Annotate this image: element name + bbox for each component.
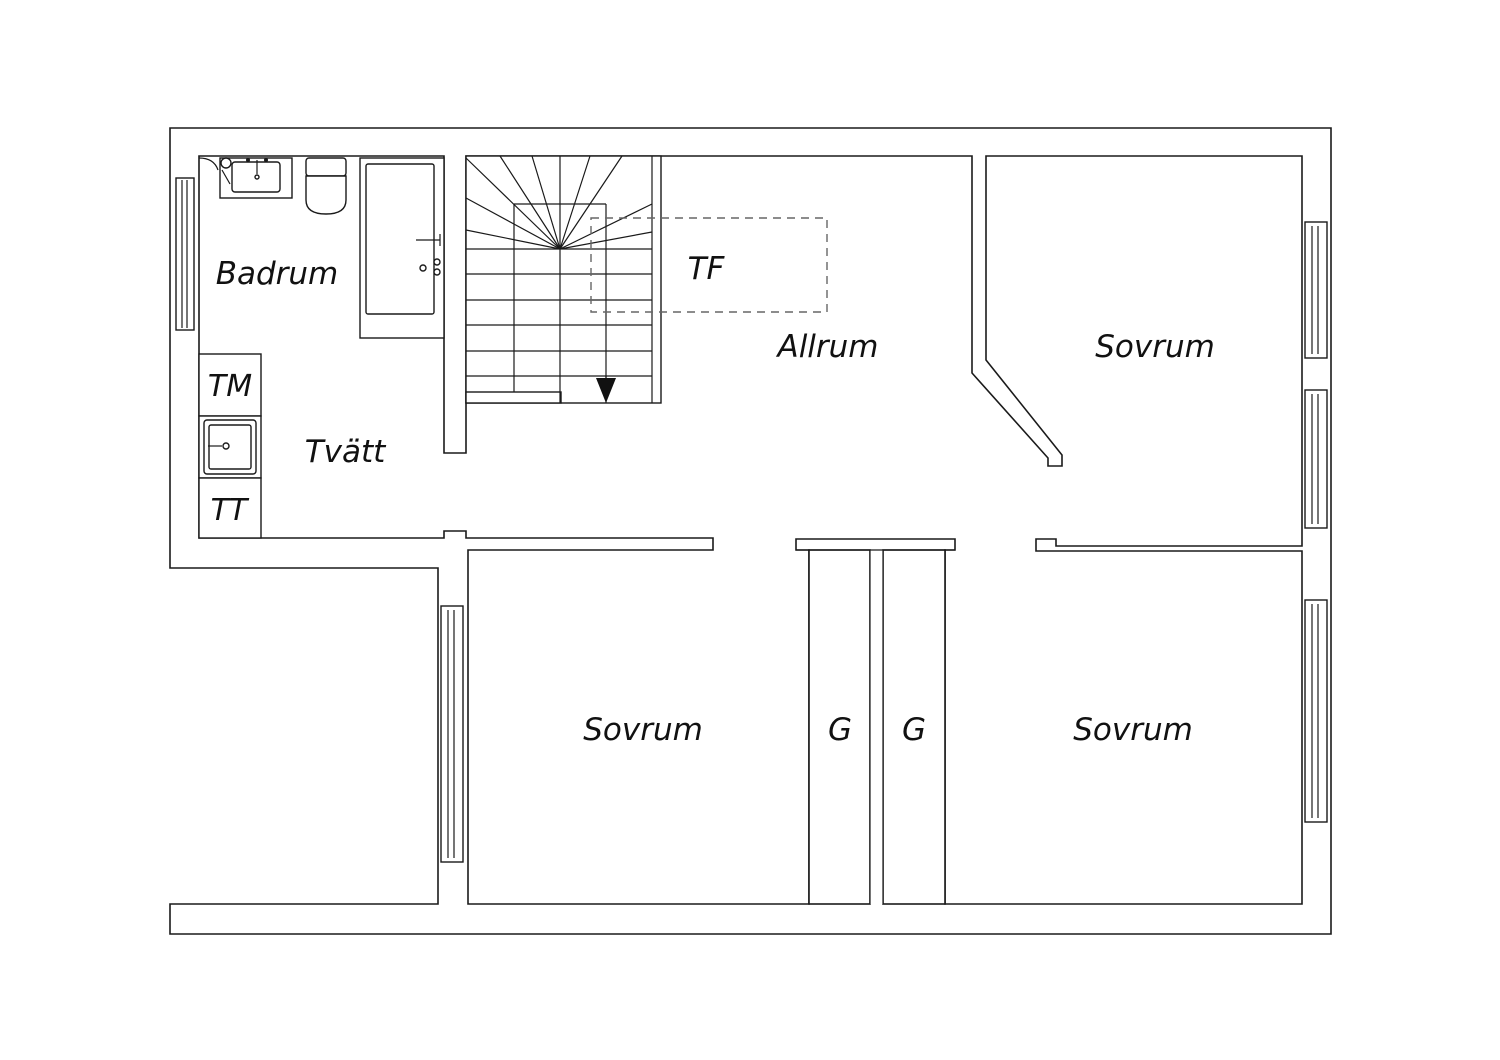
window-west-sovrum xyxy=(440,605,464,863)
stair-direction-arrow xyxy=(596,378,616,403)
tumble-dryer-box xyxy=(198,477,262,539)
label-sovrum-sw: Sovrum xyxy=(583,712,703,748)
label-tt: TT xyxy=(211,493,250,528)
label-sovrum-se: Sovrum xyxy=(1073,712,1193,748)
label-tm: TM xyxy=(208,369,252,404)
label-badrum: Badrum xyxy=(216,256,339,292)
window-east-2 xyxy=(1304,389,1328,529)
label-tvatt: Tvätt xyxy=(305,434,387,470)
room-labels: Badrum Tvätt TM TT TF Allrum Sovrum Sovr… xyxy=(208,251,1215,748)
window-east-3 xyxy=(1304,599,1328,823)
bathtub xyxy=(359,157,445,339)
exterior-walls xyxy=(169,127,1332,935)
closet-walls xyxy=(796,549,955,905)
bathroom-fixtures xyxy=(198,157,445,339)
laundry-fixtures xyxy=(198,353,262,539)
label-g1: G xyxy=(828,712,852,748)
window-east-1 xyxy=(1304,221,1328,359)
label-allrum: Allrum xyxy=(775,329,878,365)
tf-dashed-outline xyxy=(590,217,828,313)
staircase xyxy=(465,155,662,404)
window-west-badrum xyxy=(175,177,195,331)
shower-corner xyxy=(198,157,232,185)
washing-machine-box xyxy=(198,353,262,417)
washbasin xyxy=(219,157,293,199)
label-sovrum-ne: Sovrum xyxy=(1095,329,1215,365)
label-tf: TF xyxy=(688,251,726,287)
toilet xyxy=(305,157,347,215)
windows xyxy=(175,177,1328,863)
label-g2: G xyxy=(902,712,926,748)
